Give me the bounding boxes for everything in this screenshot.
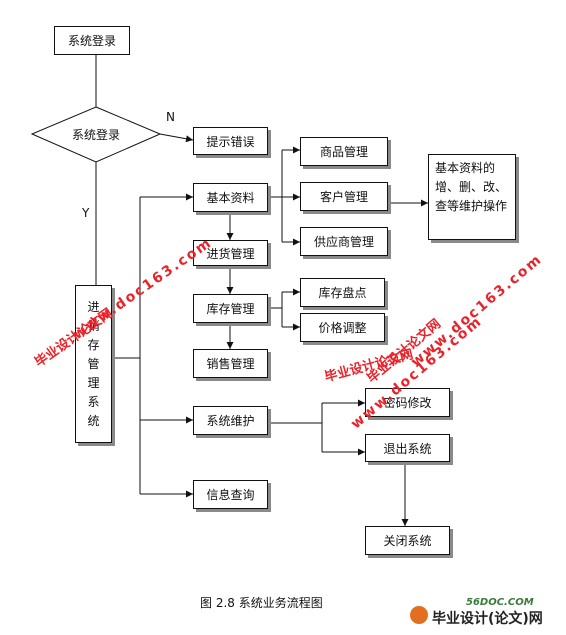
node-login-check: 系统登录 bbox=[71, 127, 120, 142]
node-goods: 商品管理 bbox=[300, 137, 388, 166]
node-close-system: 关闭系统 bbox=[365, 526, 450, 555]
decision-diamond bbox=[30, 106, 162, 163]
edge-decision-error bbox=[159, 133, 194, 143]
node-sales: 销售管理 bbox=[193, 349, 268, 378]
node-main-system: 进销存管理系统 bbox=[75, 285, 112, 443]
node-exit-system: 退出系统 bbox=[365, 434, 450, 462]
node-basic-ops: 基本资料的增、删、改、查等维护操作 bbox=[428, 154, 516, 240]
node-pwd-change: 密码修改 bbox=[365, 388, 450, 417]
footer-brand: 毕业设计(论文)网 bbox=[432, 611, 543, 627]
node-basic-info: 基本资料 bbox=[193, 183, 268, 212]
figure-caption: 图 2.8 系统业务流程图 bbox=[200, 596, 323, 610]
node-purchase: 进货管理 bbox=[193, 240, 268, 266]
node-sys-maint: 系统维护 bbox=[193, 406, 268, 435]
node-customer: 客户管理 bbox=[300, 182, 388, 211]
node-inventory: 库存管理 bbox=[193, 294, 268, 323]
edge-label-no: N bbox=[166, 110, 175, 124]
node-supplier: 供应商管理 bbox=[300, 227, 388, 256]
edge-label-yes: Y bbox=[82, 206, 90, 220]
node-stock-check: 库存盘点 bbox=[300, 278, 385, 307]
node-info-query: 信息查询 bbox=[193, 480, 268, 509]
node-price-adjust: 价格调整 bbox=[300, 313, 385, 342]
node-error: 提示错误 bbox=[193, 127, 268, 155]
node-login-start: 系统登录 bbox=[54, 26, 130, 55]
footer-site: 56DOC.COM bbox=[466, 597, 534, 608]
footer-logo-icon bbox=[410, 606, 428, 624]
